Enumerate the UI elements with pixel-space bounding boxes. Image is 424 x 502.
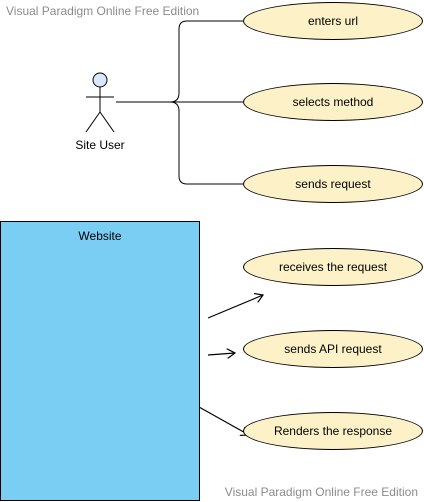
stick-figure-actor-icon — [85, 72, 115, 133]
use-case-enters-url[interactable]: enters url — [243, 2, 423, 40]
use-case-renders-response[interactable]: Renders the response — [243, 412, 423, 450]
use-case-sends-request[interactable]: sends request — [243, 165, 423, 203]
arrow-to-renders-response — [198, 406, 249, 435]
connector-to-sends-request — [169, 101, 243, 185]
watermark-bottom: Visual Paradigm Online Free Edition — [224, 485, 418, 499]
actor-label: Site User — [75, 138, 125, 152]
actor-left-leg — [85, 111, 101, 133]
use-case-sends-api-request[interactable]: sends API request — [243, 330, 423, 368]
use-case-receives-request[interactable]: receives the request — [243, 248, 423, 286]
website-system-box[interactable]: Website — [0, 221, 200, 501]
watermark-top: Visual Paradigm Online Free Edition — [6, 4, 200, 18]
arrow-to-receives-request — [207, 295, 263, 319]
actor-right-leg — [99, 111, 115, 133]
arrow-to-sends-api-request — [207, 353, 235, 355]
website-label: Website — [78, 229, 122, 243]
connector-to-enters-url — [169, 20, 243, 103]
actor-head — [92, 72, 108, 88]
use-case-selects-method[interactable]: selects method — [243, 83, 423, 121]
